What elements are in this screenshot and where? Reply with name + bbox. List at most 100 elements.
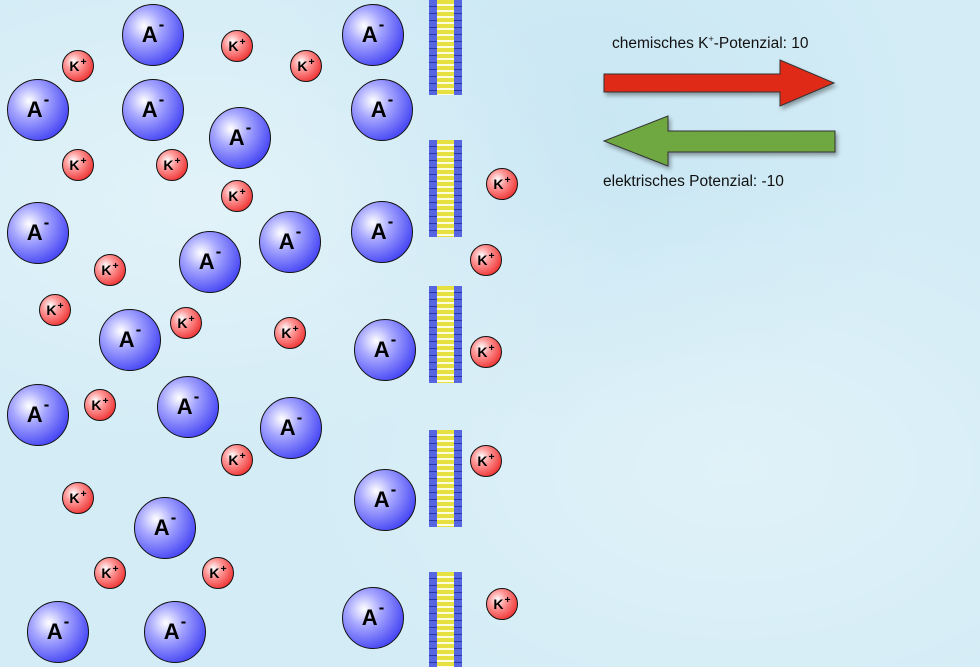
- anion-particle: A-: [260, 397, 322, 459]
- anion-particle: A-: [144, 601, 206, 663]
- potassium-ion-charge: +: [174, 155, 181, 168]
- potassium-ion-charge: +: [488, 342, 495, 355]
- anion-particle-charge: -: [295, 223, 302, 242]
- anion-particle-charge: -: [387, 91, 394, 110]
- anion-particle-charge: -: [387, 213, 394, 232]
- chemical-label-suffix: -Potenzial: 10: [713, 35, 809, 53]
- membrane-segment: [429, 286, 462, 383]
- anion-particle-charge: -: [43, 396, 50, 415]
- anion-particle-charge: -: [390, 331, 397, 350]
- anion-particle: A-: [7, 202, 69, 264]
- potassium-ion-letter: K: [69, 490, 80, 506]
- anion-particle-letter: A: [228, 125, 245, 150]
- chemical-label-prefix: chemisches K: [612, 35, 709, 53]
- chemical-potential-arrow: [603, 59, 836, 107]
- anion-particle: A-: [209, 107, 271, 169]
- anion-particle: A-: [354, 319, 416, 381]
- potassium-ion: K+: [486, 588, 518, 620]
- potassium-ion-letter: K: [209, 565, 220, 581]
- potassium-ion: K+: [470, 445, 502, 477]
- potassium-ion-letter: K: [297, 58, 308, 74]
- chemical-potential-label: chemisches K+-Potenzial: 10: [612, 34, 809, 53]
- anion-particle-letter: A: [373, 487, 390, 512]
- potassium-ion: K+: [221, 180, 253, 212]
- potassium-ion: K+: [202, 557, 234, 589]
- anion-particle: A-: [134, 497, 196, 559]
- potassium-ion-letter: K: [477, 453, 488, 469]
- potassium-ion-charge: +: [239, 450, 246, 463]
- potassium-ion-charge: +: [504, 594, 511, 607]
- anion-particle: A-: [157, 376, 219, 438]
- potassium-ion: K+: [62, 482, 94, 514]
- anion-particle-letter: A: [26, 402, 43, 427]
- potassium-ion: K+: [470, 244, 502, 276]
- potassium-ion-charge: +: [57, 300, 64, 313]
- anion-particle-letter: A: [153, 515, 170, 540]
- anion-particle: A-: [7, 79, 69, 141]
- potassium-ion: K+: [290, 50, 322, 82]
- anion-particle: A-: [354, 469, 416, 531]
- membrane-segment: [429, 430, 462, 527]
- potassium-ion-charge: +: [80, 56, 87, 69]
- potassium-ion-charge: +: [488, 250, 495, 263]
- potassium-ion-letter: K: [228, 38, 239, 54]
- anion-particle-charge: -: [296, 409, 303, 428]
- anion-particle-charge: -: [193, 388, 200, 407]
- anion-particle: A-: [351, 201, 413, 263]
- potassium-ion: K+: [62, 149, 94, 181]
- anion-particle-charge: -: [390, 481, 397, 500]
- anion-particle-letter: A: [278, 229, 295, 254]
- potassium-ion-letter: K: [163, 157, 174, 173]
- anion-particle-charge: -: [170, 509, 177, 528]
- anion-particle: A-: [342, 587, 404, 649]
- potassium-ion: K+: [170, 307, 202, 339]
- anion-particle-charge: -: [180, 613, 187, 632]
- potassium-ion-charge: +: [239, 186, 246, 199]
- membrane-segment: [429, 0, 462, 95]
- anion-particle-letter: A: [279, 415, 296, 440]
- potassium-ion: K+: [94, 254, 126, 286]
- anion-particle-letter: A: [370, 97, 387, 122]
- potassium-ion-charge: +: [504, 174, 511, 187]
- potassium-ion-charge: +: [220, 563, 227, 576]
- anion-particle: A-: [122, 79, 184, 141]
- potassium-ion: K+: [39, 294, 71, 326]
- anion-particle: A-: [122, 4, 184, 66]
- potassium-ion: K+: [274, 317, 306, 349]
- potassium-ion-letter: K: [477, 252, 488, 268]
- membrane-segment: [429, 140, 462, 237]
- membrane-segment: [429, 572, 462, 667]
- anion-particle-letter: A: [370, 219, 387, 244]
- anion-particle-letter: A: [361, 22, 378, 47]
- potassium-ion-charge: +: [112, 563, 119, 576]
- potassium-ion: K+: [221, 444, 253, 476]
- potassium-ion: K+: [84, 389, 116, 421]
- anion-particle-letter: A: [176, 394, 193, 419]
- anion-particle-letter: A: [361, 605, 378, 630]
- anion-particle-letter: A: [163, 619, 180, 644]
- potassium-ion: K+: [486, 168, 518, 200]
- anion-particle-letter: A: [46, 619, 63, 644]
- electrical-potential-label: elektrisches Potenzial: -10: [603, 173, 784, 190]
- anion-particle: A-: [259, 211, 321, 273]
- potassium-ion-charge: +: [80, 155, 87, 168]
- potassium-ion-letter: K: [477, 344, 488, 360]
- potassium-ion-letter: K: [69, 58, 80, 74]
- potassium-ion: K+: [94, 557, 126, 589]
- anion-particle-letter: A: [141, 97, 158, 122]
- potassium-ion-charge: +: [102, 395, 109, 408]
- anion-particle-charge: -: [245, 119, 252, 138]
- potassium-ion-letter: K: [101, 565, 112, 581]
- anion-particle-letter: A: [373, 337, 390, 362]
- anion-particle-charge: -: [43, 91, 50, 110]
- anion-particle: A-: [342, 4, 404, 66]
- potassium-ion-letter: K: [493, 596, 504, 612]
- potassium-ion-charge: +: [292, 323, 299, 336]
- potassium-ion-charge: +: [239, 36, 246, 49]
- electrical-potential-arrow: [602, 115, 836, 167]
- potassium-ion-charge: +: [308, 56, 315, 69]
- anion-particle-letter: A: [118, 327, 135, 352]
- potassium-ion: K+: [221, 30, 253, 62]
- potassium-ion-letter: K: [101, 262, 112, 278]
- anion-particle-charge: -: [63, 613, 70, 632]
